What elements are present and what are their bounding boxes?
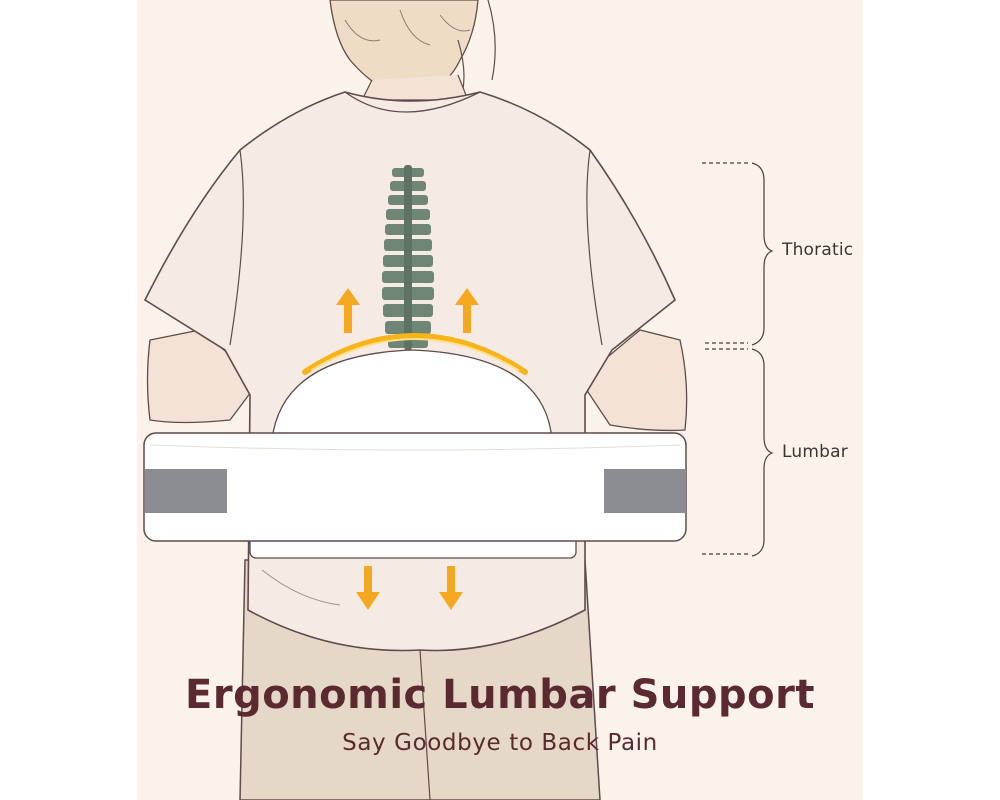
subheadline: Say Goodbye to Back Pain xyxy=(342,730,658,756)
down-arrow-icon xyxy=(439,566,463,610)
left-arm xyxy=(146,329,261,424)
support-curve xyxy=(302,333,528,375)
thoracic-label: Thoratic xyxy=(782,240,854,260)
lumbar-bracket xyxy=(702,348,774,557)
left-strap xyxy=(145,469,227,513)
pillow-dome xyxy=(271,349,553,441)
right-strap xyxy=(604,469,686,513)
headline: Ergonomic Lumbar Support xyxy=(185,672,815,718)
thoracic-bracket xyxy=(702,162,774,346)
up-arrow-icon xyxy=(455,288,479,333)
down-arrow-icon xyxy=(356,566,380,610)
right-arm xyxy=(579,329,688,432)
up-arrow-icon xyxy=(336,288,360,333)
lumbar-label: Lumbar xyxy=(782,442,848,462)
